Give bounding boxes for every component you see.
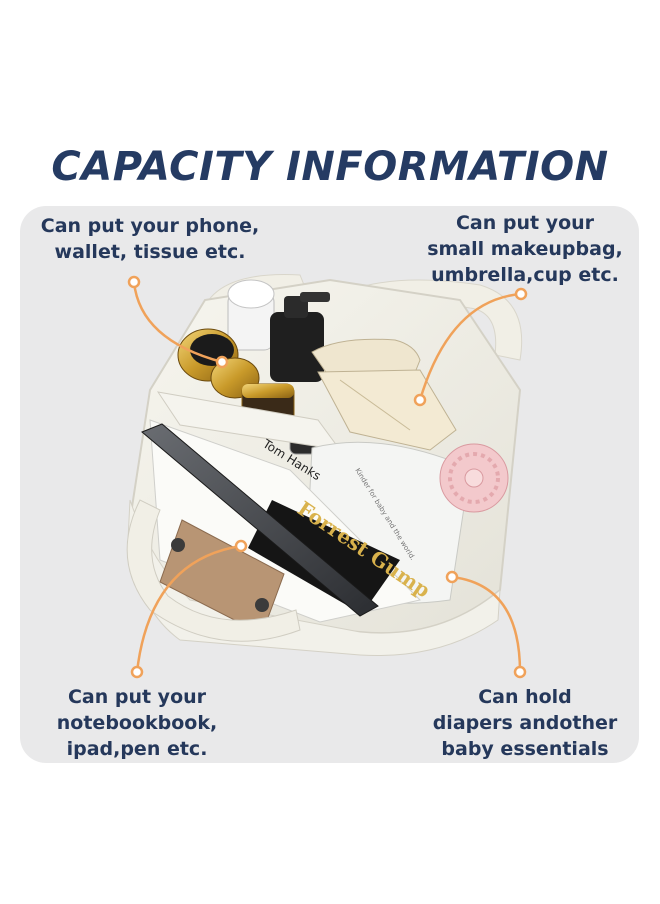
callout-dot — [130, 665, 144, 679]
caption-line: Can put your phone, — [40, 215, 260, 237]
caption-diapers: Can hold diapers andother baby essential… — [430, 684, 620, 762]
caption-line: baby essentials — [441, 738, 609, 760]
caption-phone-wallet: Can put your phone, wallet, tissue etc. — [36, 213, 264, 265]
lotion-bottle — [227, 279, 275, 351]
callout-dot — [234, 539, 248, 553]
page-title: CAPACITY INFORMATION — [51, 144, 609, 190]
caption-line: umbrella,cup etc. — [431, 264, 619, 286]
callout-dot — [514, 287, 528, 301]
callout-dot — [127, 275, 141, 289]
callout-dot — [513, 665, 527, 679]
makeup-pouch — [311, 338, 457, 451]
caption-line: Can put your — [455, 212, 595, 234]
callout-lines — [132, 281, 522, 673]
front-handle — [126, 499, 301, 642]
callout-dot — [215, 355, 229, 369]
callout-line-bottom-right — [451, 575, 522, 673]
caption-line: Can put your — [67, 686, 207, 708]
tablet — [141, 423, 379, 617]
callout-dot — [445, 570, 459, 584]
pink-fan — [439, 443, 509, 513]
caption-line: small makeupbag, — [427, 238, 623, 260]
caption-line: notebookbook, — [56, 712, 218, 734]
callout-dots — [127, 275, 528, 679]
caption-makeup-umbrella: Can put your small makeupbag, umbrella,c… — [420, 210, 630, 288]
caption-line: ipad,pen etc. — [66, 738, 208, 760]
caption-line: diapers andother — [432, 712, 618, 734]
callout-line-bottom-left — [135, 544, 242, 673]
caption-notebook-ipad: Can put your notebookbook, ipad,pen etc. — [50, 684, 224, 762]
callout-line-top-right — [418, 292, 522, 401]
caption-line: wallet, tissue etc. — [54, 241, 246, 263]
black-bottle — [270, 292, 330, 382]
caption-line: Can hold — [478, 686, 572, 708]
callout-dot — [413, 393, 427, 407]
callout-line-top-left — [132, 281, 223, 364]
